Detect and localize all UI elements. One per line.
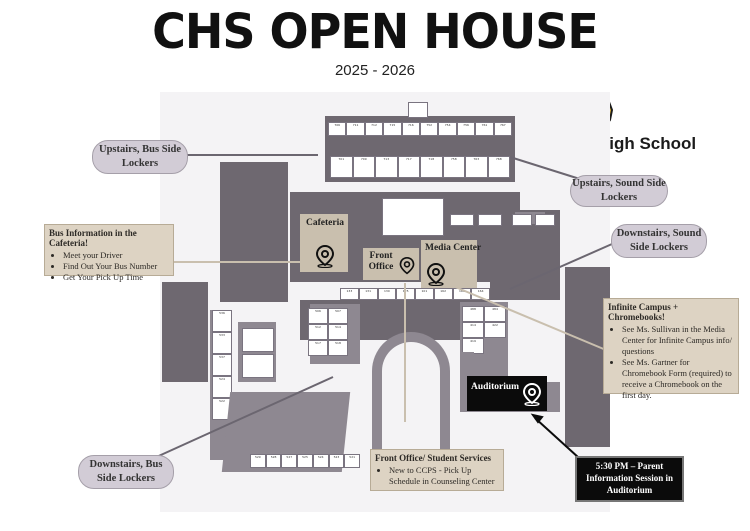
- room-701: 701: [330, 156, 353, 178]
- room-517: 517: [308, 340, 328, 356]
- student-parking-loop: [372, 332, 450, 462]
- list-item: See Ms. Gartner for Chromebook Form (req…: [622, 357, 734, 401]
- front-office-title: Front Office/ Student Services: [375, 453, 492, 463]
- school-year: 2025 - 2026: [334, 62, 416, 79]
- location-pin-icon: [399, 256, 415, 275]
- room-706: 706: [328, 122, 347, 136]
- room-512: 512: [308, 324, 328, 340]
- bus-info-box: Bus Information in the Cafeteria! Meet y…: [44, 224, 174, 282]
- location-pin-icon: [522, 382, 542, 406]
- room-524: 524: [212, 376, 232, 398]
- room-507: 507: [328, 308, 348, 324]
- sound-parking-area: [565, 267, 610, 447]
- auditorium-tag[interactable]: Auditorium: [467, 376, 547, 411]
- room-484: 484: [484, 306, 506, 322]
- parent-session-box: 5:30 PM – Parent Information Session in …: [575, 456, 684, 502]
- list-item: Meet your Driver: [63, 250, 169, 261]
- location-pin-icon: [315, 244, 335, 268]
- media-center-tag[interactable]: Media Center: [421, 240, 481, 288]
- room-752: 752: [420, 122, 439, 136]
- front-office-tag[interactable]: Front Office: [363, 248, 419, 280]
- list-item: New to CCPS - Pick Up Schedule in Counse…: [389, 465, 499, 487]
- room-756: 756: [456, 122, 476, 136]
- room-761: 761: [475, 122, 494, 136]
- room-525: 525: [297, 454, 313, 468]
- room-488: 488: [462, 306, 484, 322]
- room-717: 717: [397, 156, 420, 178]
- room-130: 130: [377, 288, 397, 300]
- room-422: 422: [484, 322, 506, 338]
- room-527: 527: [281, 454, 298, 468]
- room-131: 131: [358, 288, 378, 300]
- room-712: 712: [364, 122, 384, 136]
- room-754: 754: [438, 122, 457, 136]
- front-office-box: Front Office/ Student Services New to CC…: [370, 449, 504, 491]
- room-767: 767: [493, 122, 513, 136]
- upstairs-sound-lockers-callout[interactable]: Upstairs, Sound Side Lockers: [570, 175, 668, 207]
- room-533: 533: [212, 332, 232, 354]
- room-518: 518: [328, 340, 348, 356]
- bus-parking-area: [220, 162, 288, 302]
- room-536: 536: [212, 310, 232, 332]
- room-523: 523: [328, 454, 345, 468]
- list-item: See Ms. Sullivan in the Media Center for…: [622, 324, 734, 357]
- room-713: 713: [375, 156, 398, 178]
- page-title: CHS OPEN HOUSE: [152, 2, 599, 60]
- room-715: 715: [383, 122, 402, 136]
- room-514: 514: [328, 324, 348, 340]
- room-521: 521: [344, 454, 361, 468]
- room-537: 537: [212, 354, 232, 376]
- room-763: 763: [465, 156, 488, 178]
- list-item: Get Your Pick Up Time: [63, 272, 169, 283]
- room-711: 711: [346, 122, 365, 136]
- room-133: 133: [340, 288, 359, 300]
- room-506: 506: [308, 308, 328, 324]
- room-162: 162: [433, 288, 453, 300]
- room-758: 758: [442, 156, 465, 178]
- infinite-campus-title: Infinite Campus + Chromebooks!: [608, 302, 679, 322]
- room-101: 101: [415, 288, 434, 300]
- list-item: Find Out Your Bus Number: [63, 261, 169, 272]
- infinite-campus-box: Infinite Campus + Chromebooks! See Ms. S…: [603, 298, 739, 400]
- room-709: 709: [352, 156, 375, 178]
- room-414: 414: [462, 322, 484, 338]
- room-724: [408, 102, 428, 118]
- room-529: 529: [250, 454, 266, 468]
- room-716: 716: [401, 122, 421, 136]
- upstairs-bus-lockers-callout[interactable]: Upstairs, Bus Side Lockers: [92, 140, 188, 174]
- room-524: 524: [312, 454, 329, 468]
- downstairs-bus-lockers-callout[interactable]: Downstairs, Bus Side Lockers: [78, 455, 174, 489]
- lunch-parking-area: [162, 282, 208, 382]
- location-pin-icon: [426, 262, 446, 286]
- downstairs-sound-lockers-callout[interactable]: Downstairs, Sound Side Lockers: [611, 224, 707, 258]
- room-768: 768: [487, 156, 510, 178]
- room-528: 528: [265, 454, 282, 468]
- bus-info-title: Bus Information in the Cafeteria!: [49, 228, 137, 248]
- cafeteria-tag[interactable]: Cafeteria: [300, 214, 348, 272]
- room-718: 718: [420, 156, 443, 178]
